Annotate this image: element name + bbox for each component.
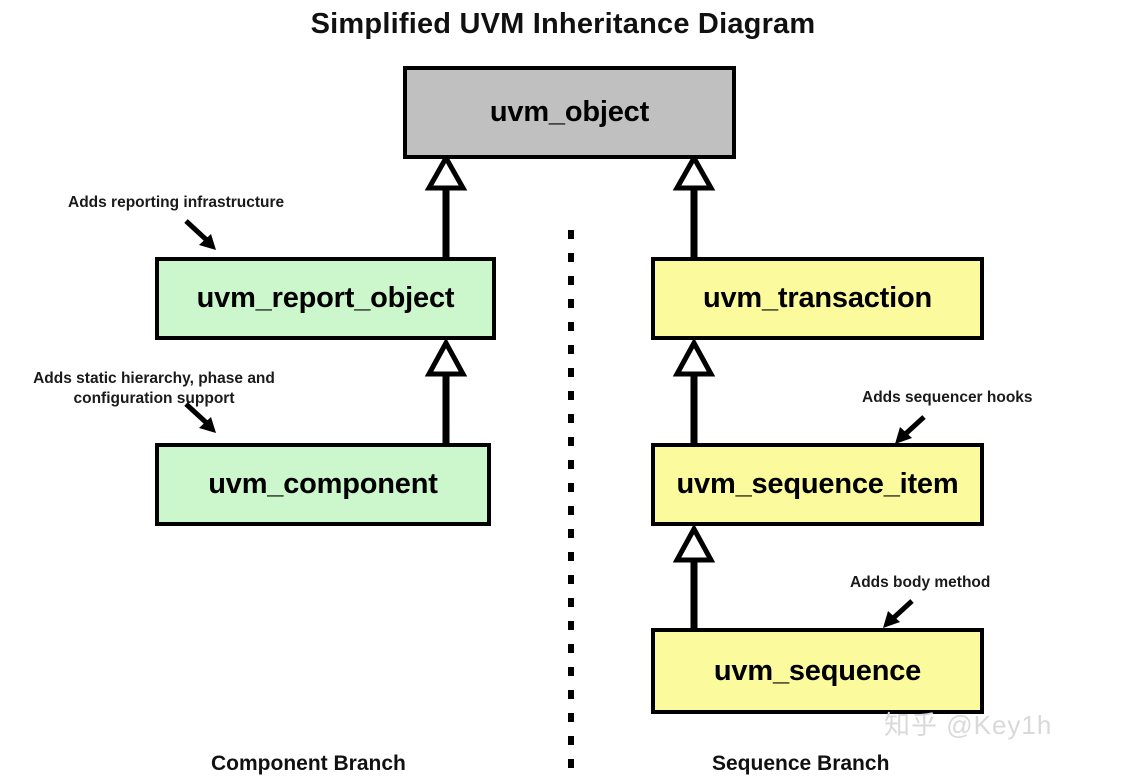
note-arrow-body-icon xyxy=(883,599,914,628)
annotation-adds-body-method: Adds body method xyxy=(850,574,991,591)
class-box-uvm-transaction[interactable]: uvm_transaction xyxy=(651,257,984,340)
class-box-uvm-report-object[interactable]: uvm_report_object xyxy=(155,257,496,340)
class-label: uvm_component xyxy=(208,468,438,500)
class-box-uvm-sequence-item[interactable]: uvm_sequence_item xyxy=(651,443,984,526)
note-arrow-reporting-icon xyxy=(184,219,216,250)
class-label: uvm_transaction xyxy=(702,282,933,314)
caption-component-branch: Component Branch xyxy=(211,752,406,775)
class-label: uvm_object xyxy=(489,96,650,128)
class-box-uvm-object[interactable]: uvm_object xyxy=(403,66,736,159)
class-box-uvm-component[interactable]: uvm_component xyxy=(155,443,491,526)
annotation-adds-reporting-infrastructure: Adds reporting infrastructure xyxy=(68,194,285,211)
class-label: uvm_sequence xyxy=(713,654,922,687)
class-label: uvm_sequence_item xyxy=(676,468,959,500)
edge-component-to-report-object xyxy=(424,337,468,443)
caption-sequence-branch: Sequence Branch xyxy=(712,752,890,775)
edge-report-object-to-object xyxy=(424,152,468,257)
edge-sequence-item-to-transaction xyxy=(672,337,716,443)
class-box-uvm-sequence[interactable]: uvm_sequence xyxy=(651,628,984,714)
edge-transaction-to-object xyxy=(672,152,716,257)
note-arrow-sequencer-icon xyxy=(895,415,926,444)
edge-sequence-to-sequence-item xyxy=(672,523,716,628)
watermark: 知乎 @Key1h xyxy=(884,710,1053,740)
annotation-adds-static-hierarchy: Adds static hierarchy, phase and configu… xyxy=(33,370,275,407)
page-title: Simplified UVM Inheritance Diagram xyxy=(310,8,816,40)
annotation-adds-sequencer-hooks: Adds sequencer hooks xyxy=(862,389,1033,406)
class-label: uvm_report_object xyxy=(196,282,455,314)
